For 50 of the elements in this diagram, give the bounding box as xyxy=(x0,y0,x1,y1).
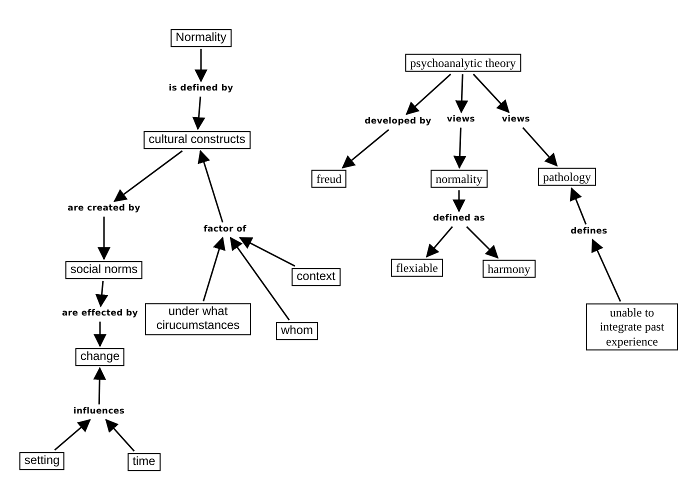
arrow xyxy=(591,238,622,302)
arrow xyxy=(466,226,499,259)
arrow xyxy=(54,418,91,451)
concept-box: time xyxy=(128,453,160,471)
concept-box: flexiable xyxy=(391,258,443,278)
concept-box: Normality xyxy=(170,29,232,47)
concept-box: pathology xyxy=(538,168,596,186)
arrow xyxy=(105,418,135,452)
arrow xyxy=(455,74,468,114)
arrow xyxy=(98,216,110,260)
arrow xyxy=(342,129,390,168)
concept-box: under what cirucumstances xyxy=(145,303,251,335)
linking-phrase: views xyxy=(500,115,532,125)
linking-phrase: developed by xyxy=(364,117,432,127)
concept-box: psychoanalytic theory xyxy=(405,54,521,72)
arrow xyxy=(230,236,290,321)
arrow xyxy=(472,74,510,114)
arrow xyxy=(453,128,466,169)
concept-box: change xyxy=(75,348,125,366)
arrow xyxy=(113,150,183,202)
arrow xyxy=(94,322,106,348)
concept-box: harmony xyxy=(482,260,536,278)
arrow xyxy=(93,366,106,404)
concept-box: social norms xyxy=(65,261,143,279)
linking-phrase: factor of xyxy=(202,225,248,235)
arrow xyxy=(570,187,587,225)
concept-box: normality xyxy=(430,170,488,188)
arrow xyxy=(522,127,558,167)
linking-phrase: views xyxy=(446,115,476,125)
arrow xyxy=(95,280,108,308)
concept-box: freud xyxy=(311,170,347,188)
linking-phrase: defined as xyxy=(432,214,486,224)
concept-box: cultural constructs xyxy=(144,131,250,149)
linking-phrase: are effected by xyxy=(60,309,140,319)
arrow xyxy=(452,190,466,212)
arrow xyxy=(202,236,226,302)
linking-phrase: is defined by xyxy=(168,84,234,94)
linking-phrase: defines xyxy=(570,227,608,237)
arrow xyxy=(192,96,206,130)
concept-box: context xyxy=(292,268,340,286)
linking-phrase: influences xyxy=(72,407,126,417)
concept-box: setting xyxy=(19,452,65,470)
concept-box: unable to integrate past experience xyxy=(586,303,678,351)
arrow xyxy=(194,48,208,82)
arrow xyxy=(406,74,452,116)
concept-box: whom xyxy=(276,322,318,340)
arrow xyxy=(238,237,296,267)
linking-phrase: are created by xyxy=(66,204,142,214)
arrow xyxy=(198,150,224,223)
arrow xyxy=(426,226,453,258)
